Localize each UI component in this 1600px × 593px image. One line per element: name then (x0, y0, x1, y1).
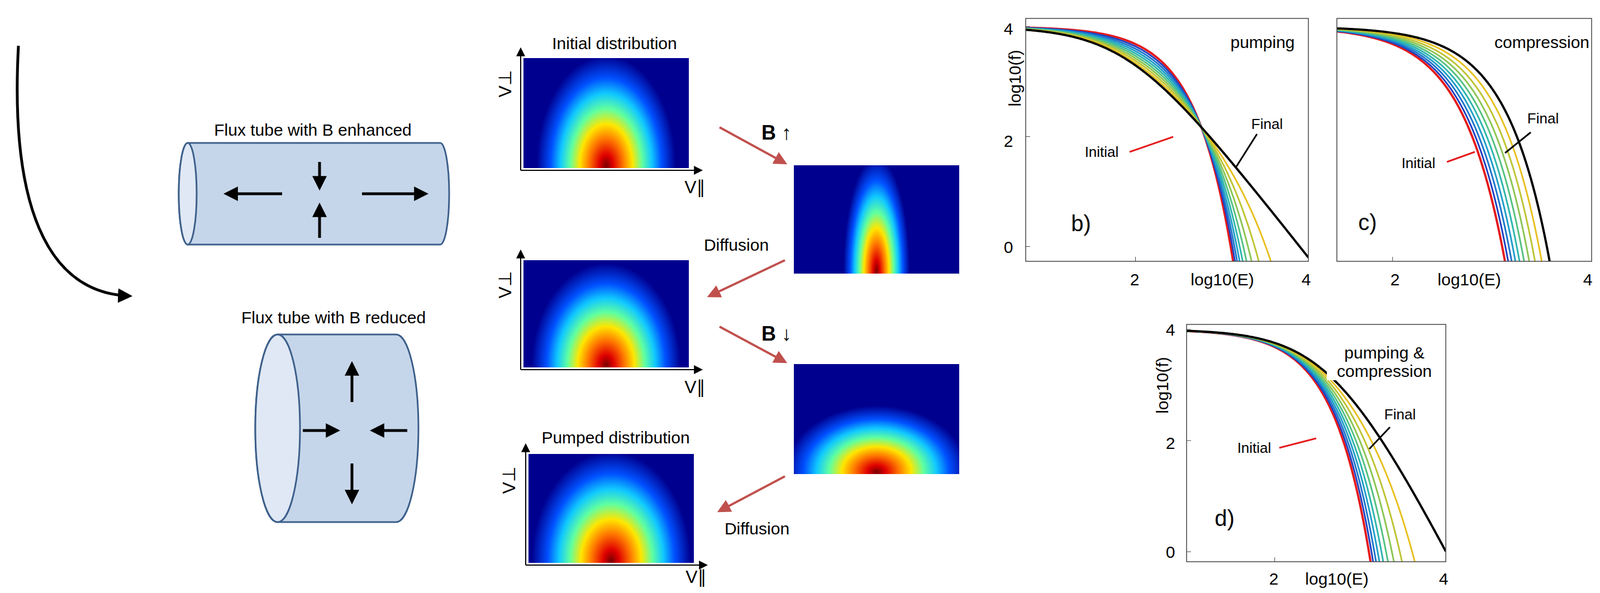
flux-tube: Flux tube with B reduced (212, 304, 464, 528)
node-text: 2 (1165, 434, 1176, 453)
node-text: log10(f) (1153, 356, 1172, 414)
node-text: V∥ (684, 377, 706, 398)
node-text: compression (1492, 32, 1592, 52)
node-text: Flux tube with B reduced (241, 308, 426, 327)
spectrum-plot (1336, 18, 1592, 593)
node-text: V⊥ (499, 466, 519, 494)
node-text: c) (1358, 210, 1377, 235)
node-text: V⊥ (495, 69, 516, 98)
node-text: Initial (1083, 144, 1121, 161)
diffusion-label: Diffusion (703, 235, 769, 255)
node-text: 4 (1439, 569, 1449, 589)
distribution-heatmap (793, 157, 960, 385)
node-text: log10(E) (1190, 270, 1254, 289)
node-text: V⊥ (495, 270, 516, 299)
node-text: 4 (1301, 270, 1312, 289)
node-text: Flux tube with B enhanced (213, 120, 412, 140)
node-text: b) (1070, 211, 1092, 236)
flux-tube-enhanced (178, 143, 450, 245)
node-text: log10(f) (1005, 49, 1025, 107)
node-text: Initial (1235, 440, 1274, 457)
node-text: 4 (1165, 320, 1176, 340)
node-text: Final (1382, 406, 1418, 423)
leader-line (1369, 427, 1390, 450)
node-text: 2 (1269, 569, 1279, 589)
leader-line (1279, 438, 1317, 449)
node-text: 2 (1003, 131, 1014, 151)
node-text: Initial (1400, 155, 1438, 172)
diffusion-label: Diffusion (724, 519, 790, 538)
distribution-heatmap (785, 364, 968, 538)
spectrum-plot (1025, 18, 1309, 593)
distribution-panel: V⊥ V∥ (491, 245, 707, 403)
node-text: Final (1249, 116, 1285, 133)
node-text: log10(E) (1437, 270, 1501, 289)
cycle-arrow (17, 45, 130, 297)
node-text: 2 (1130, 270, 1140, 289)
leader-line (1446, 151, 1475, 163)
flux-tube-reduced (255, 334, 419, 523)
field-step-label: B ↑ (761, 121, 792, 145)
leader-line (1235, 134, 1257, 168)
plot-panel: pumping & compression d) Initial Final log10… (1150, 318, 1453, 593)
distribution-heatmap (525, 445, 707, 593)
leader-line (1129, 136, 1174, 152)
distribution-panel: Pumped distributionV⊥ V∥ (491, 424, 708, 593)
node-text: pumping (1228, 32, 1297, 52)
node-text: V∥ (684, 177, 706, 198)
distribution-heatmap (520, 251, 702, 468)
flux-tube: Flux tube with B enhanced (167, 114, 464, 252)
distribution-panel: Initial distributionV⊥ V∥ (491, 30, 707, 199)
node-text: d) (1214, 506, 1235, 531)
node-text: V∥ (685, 567, 707, 588)
node-text: 0 (1003, 237, 1014, 257)
plot-panel: compression c) Initial Final log10(E) 2 4 (1329, 11, 1598, 299)
node-text: Final (1525, 110, 1561, 127)
node-text: Initial distribution (551, 34, 677, 53)
node-text: pumping & compression (1326, 343, 1442, 381)
node-text: log10(E) (1305, 569, 1369, 589)
node-text: 4 (1003, 19, 1014, 38)
step-arrow (709, 260, 785, 297)
node-text: 0 (1165, 543, 1176, 562)
distribution-heatmap (520, 49, 702, 276)
node-text: 2 (1390, 270, 1400, 289)
leader-line (1505, 132, 1531, 154)
step-arrow (719, 476, 785, 512)
node-text: 4 (1583, 270, 1593, 289)
plot-panel: pumping b) Initial Final log10(f) log10(E) 4 2 0… (988, 11, 1316, 299)
node-text: Pumped distribution (541, 428, 690, 447)
spectrum-plot (1186, 324, 1446, 593)
field-step-label: B ↓ (761, 322, 792, 346)
